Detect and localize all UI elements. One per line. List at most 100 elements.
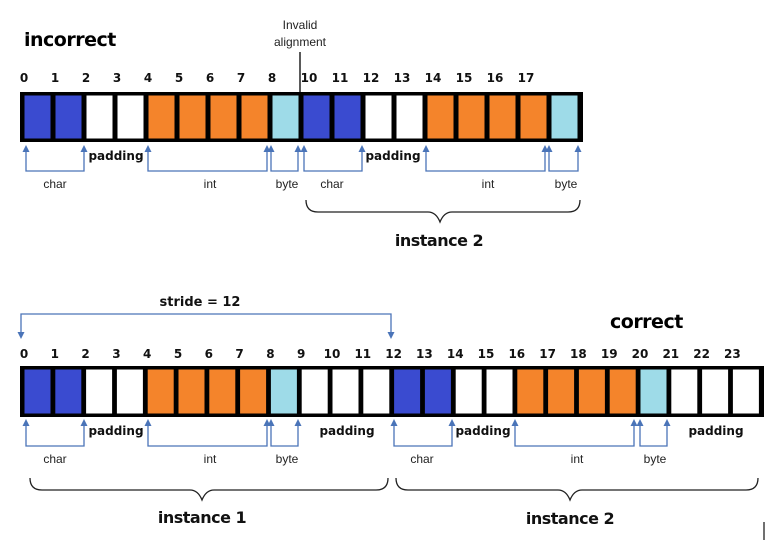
correct-cell-int <box>146 368 175 415</box>
correct-index-label: 14 <box>447 347 464 361</box>
correct-label-padding-2: padding <box>319 424 374 438</box>
invalid-alignment-note-line2: alignment <box>274 35 327 49</box>
correct-bracket-char-2 <box>390 419 456 447</box>
incorrect-index-label: 2 <box>82 71 90 85</box>
correct-bracket-int-2 <box>511 419 638 447</box>
correct-label-int-1: int <box>204 452 217 466</box>
correct-cell-padding <box>701 368 730 415</box>
incorrect-index-label: 14 <box>425 71 442 85</box>
correct-index-label: 16 <box>508 347 525 361</box>
incorrect-cell-int <box>519 94 548 140</box>
incorrect-cell-int <box>457 94 486 140</box>
incorrect-index-label: 7 <box>237 71 245 85</box>
correct-label-padding-1: padding <box>88 424 143 438</box>
incorrect-bracket-byte-1 <box>267 145 302 172</box>
incorrect-index-label: 5 <box>175 71 183 85</box>
correct-label-padding-3: padding <box>455 424 510 438</box>
correct-instance2-label: instance 2 <box>526 509 614 528</box>
incorrect-index-label: 8 <box>268 71 276 85</box>
correct-bracket-int-1 <box>144 419 271 447</box>
correct-index-label: 8 <box>266 347 274 361</box>
incorrect-index-label: 12 <box>363 71 380 85</box>
incorrect-label-byte-2: byte <box>555 177 578 191</box>
incorrect-cell-padding <box>116 94 145 140</box>
incorrect-instance2-label: instance 2 <box>395 231 483 250</box>
correct-index-label: 22 <box>693 347 710 361</box>
incorrect-cell-int <box>147 94 176 140</box>
correct-cell-int <box>239 368 268 415</box>
correct-label-padding-4: padding <box>688 424 743 438</box>
incorrect-bracket-int-1 <box>144 145 271 172</box>
correct-cell-char <box>54 368 83 415</box>
incorrect-label-char-2: char <box>320 177 343 191</box>
correct-index-label: 17 <box>539 347 556 361</box>
correct-index-label: 19 <box>601 347 618 361</box>
correct-index-label: 4 <box>143 347 151 361</box>
correct-cell-padding <box>85 368 114 415</box>
incorrect-bracket-char-2 <box>300 145 366 172</box>
incorrect-label-padding-2: padding <box>365 149 420 163</box>
incorrect-cell-int <box>488 94 517 140</box>
stride-label: stride = 12 <box>160 295 241 310</box>
correct-index-label: 6 <box>205 347 213 361</box>
correct-cell-padding <box>485 368 514 415</box>
correct-bracket-byte-2 <box>636 419 671 447</box>
correct-index-label: 2 <box>81 347 89 361</box>
correct-index-label: 0 <box>20 347 28 361</box>
incorrect-index-label: 4 <box>144 71 152 85</box>
correct-cell-padding <box>731 368 760 415</box>
correct-cell-int <box>516 368 545 415</box>
incorrect-index-label: 6 <box>206 71 214 85</box>
incorrect-cell-int <box>426 94 455 140</box>
correct-index-label: 1 <box>51 347 59 361</box>
incorrect-index-label: 1 <box>51 71 59 85</box>
correct-label-char-1: char <box>43 452 66 466</box>
correct-cell-char <box>423 368 452 415</box>
incorrect-cell-row <box>23 94 579 140</box>
incorrect-index-label: 16 <box>487 71 504 85</box>
incorrect-cell-char <box>333 94 362 140</box>
correct-cell-padding <box>300 368 329 415</box>
incorrect-cell-int <box>240 94 269 140</box>
correct-cell-padding <box>362 368 391 415</box>
correct-bracket-byte-1 <box>267 419 302 447</box>
correct-index-label: 11 <box>354 347 371 361</box>
incorrect-cell-padding <box>395 94 424 140</box>
correct-cell-byte <box>639 368 668 415</box>
incorrect-instance2-brace <box>305 199 581 224</box>
correct-cell-char <box>23 368 52 415</box>
incorrect-cell-char <box>54 94 83 140</box>
correct-index-label: 21 <box>662 347 679 361</box>
incorrect-index-label: 15 <box>456 71 473 85</box>
correct-cell-padding <box>670 368 699 415</box>
stride-bracket <box>17 313 395 339</box>
correct-label-byte-1: byte <box>276 452 299 466</box>
correct-instance1-label: instance 1 <box>158 508 247 527</box>
correct-index-label: 13 <box>416 347 433 361</box>
correct-index-label: 5 <box>174 347 182 361</box>
incorrect-cell-int <box>178 94 207 140</box>
incorrect-cell-byte <box>550 94 579 140</box>
correct-cell-padding <box>454 368 483 415</box>
correct-cell-int <box>208 368 237 415</box>
correct-cell-int <box>577 368 606 415</box>
incorrect-label-int-1: int <box>204 177 217 191</box>
correct-index-label: 7 <box>235 347 243 361</box>
correct-cell-padding <box>115 368 144 415</box>
incorrect-bracket-byte-2 <box>545 145 582 172</box>
incorrect-index-label: 11 <box>332 71 349 85</box>
correct-index-label: 15 <box>478 347 495 361</box>
incorrect-title: incorrect <box>24 29 116 51</box>
correct-index-label: 12 <box>385 347 402 361</box>
incorrect-index-label: 0 <box>20 71 28 85</box>
correct-label-byte-2: byte <box>644 452 667 466</box>
invalid-alignment-note-line1: Invalid <box>283 18 318 32</box>
incorrect-cell-char <box>302 94 331 140</box>
correct-cell-byte <box>269 368 298 415</box>
correct-instance2-brace <box>395 477 759 502</box>
correct-cell-int <box>177 368 206 415</box>
